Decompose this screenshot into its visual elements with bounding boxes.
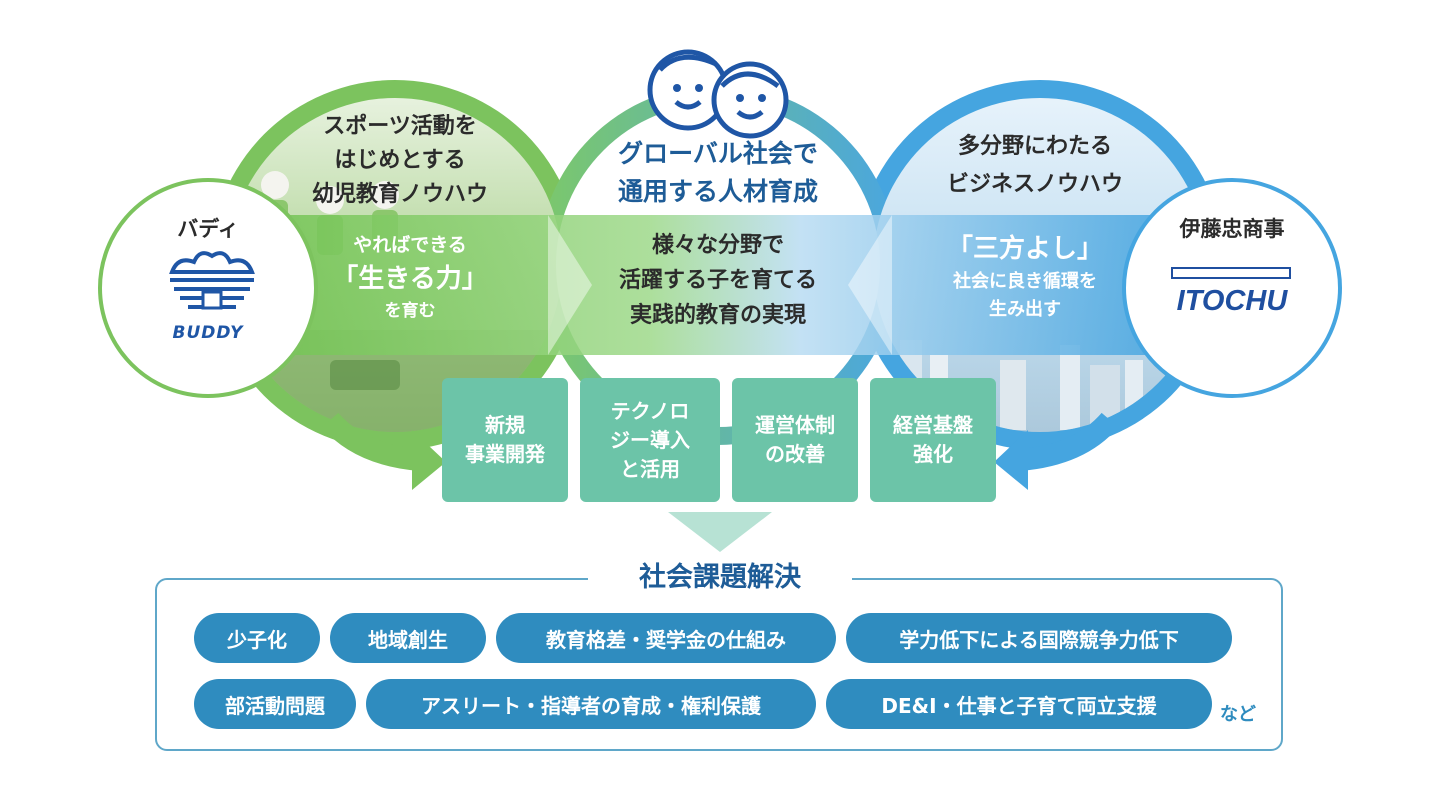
initiative-new-business: 新規 事業開発 bbox=[442, 378, 568, 502]
center-heading-line: グローバル社会で bbox=[618, 139, 818, 168]
issue-pill: 学力低下による国際競争力低下 bbox=[846, 613, 1232, 663]
issue-pill: 部活動問題 bbox=[194, 679, 356, 729]
left-arrow-head bbox=[412, 430, 446, 490]
initiative-management: 経営基盤 強化 bbox=[870, 378, 996, 502]
itochu-name: 伊藤忠商事 bbox=[1179, 217, 1285, 241]
issue-pill: アスリート・指導者の育成・権利保護 bbox=[366, 679, 816, 729]
down-arrow bbox=[668, 512, 772, 552]
right-band-line: 生み出す bbox=[989, 299, 1061, 320]
issues-title: 社会課題解決 bbox=[588, 560, 852, 596]
center-heading-line: 通用する人材育成 bbox=[617, 177, 818, 206]
right-band-line: 社会に良き循環を bbox=[953, 271, 1097, 292]
issue-pill: DE&I・仕事と子育て両立支援 bbox=[826, 679, 1212, 729]
buddy-name: バディ bbox=[177, 217, 239, 241]
right-band-highlight: 「三方よし」 bbox=[946, 234, 1103, 264]
initiative-technology: テクノロ ジー導入 と活用 bbox=[580, 378, 720, 502]
issue-pill: 少子化 bbox=[194, 613, 320, 663]
value-band bbox=[200, 215, 1200, 355]
right-arrow-head bbox=[994, 430, 1028, 490]
right-heading-line: 多分野にわたる bbox=[957, 134, 1112, 159]
issues-suffix: など bbox=[1220, 704, 1256, 725]
center-band-line: 様々な分野で bbox=[651, 233, 784, 258]
left-band-line: を育む bbox=[384, 301, 436, 321]
center-band-line: 活躍する子を育てる bbox=[618, 268, 817, 293]
band-arrow-right bbox=[848, 215, 892, 355]
right-band-text: 「三方よし」 社会に良き循環を 生み出す bbox=[915, 230, 1135, 324]
center-band-text: 様々な分野で 活躍する子を育てる 実践的教育の実現 bbox=[578, 228, 858, 333]
left-band-highlight: 「生きる力」 bbox=[332, 264, 488, 294]
right-heading-line: ビジネスノウハウ bbox=[946, 172, 1123, 197]
band-arrow-left bbox=[548, 215, 592, 355]
left-heading-line: スポーツ活動を bbox=[323, 114, 477, 139]
initiative-operations: 運営体制 の改善 bbox=[732, 378, 858, 502]
left-arrow bbox=[321, 412, 422, 471]
itochu-circle bbox=[1122, 178, 1342, 398]
issue-pill: 教育格差・奨学金の仕組み bbox=[496, 613, 836, 663]
itochu-logo-icon bbox=[1171, 267, 1291, 279]
center-band-line: 実践的教育の実現 bbox=[629, 303, 806, 328]
left-band-line: やればできる bbox=[353, 234, 467, 256]
kids-icon bbox=[647, 49, 789, 139]
buddy-logo-icon bbox=[169, 251, 255, 310]
left-heading-line: 幼児教育ノウハウ bbox=[311, 182, 488, 207]
buddy-logo-text: BUDDY bbox=[172, 323, 244, 343]
right-arrow bbox=[1018, 412, 1119, 471]
right-heading: 多分野にわたる ビジネスノウハウ bbox=[905, 128, 1165, 204]
itochu-logo-text: ITOCHU bbox=[1176, 285, 1288, 317]
left-band-text: やればできる 「生きる力」 を育む bbox=[310, 230, 510, 324]
left-heading-line: はじめとする bbox=[334, 148, 466, 173]
center-heading: グローバル社会で 通用する人材育成 bbox=[578, 135, 858, 211]
left-heading: スポーツ活動を はじめとする 幼児教育ノウハウ bbox=[270, 110, 530, 212]
issue-pill: 地域創生 bbox=[330, 613, 486, 663]
